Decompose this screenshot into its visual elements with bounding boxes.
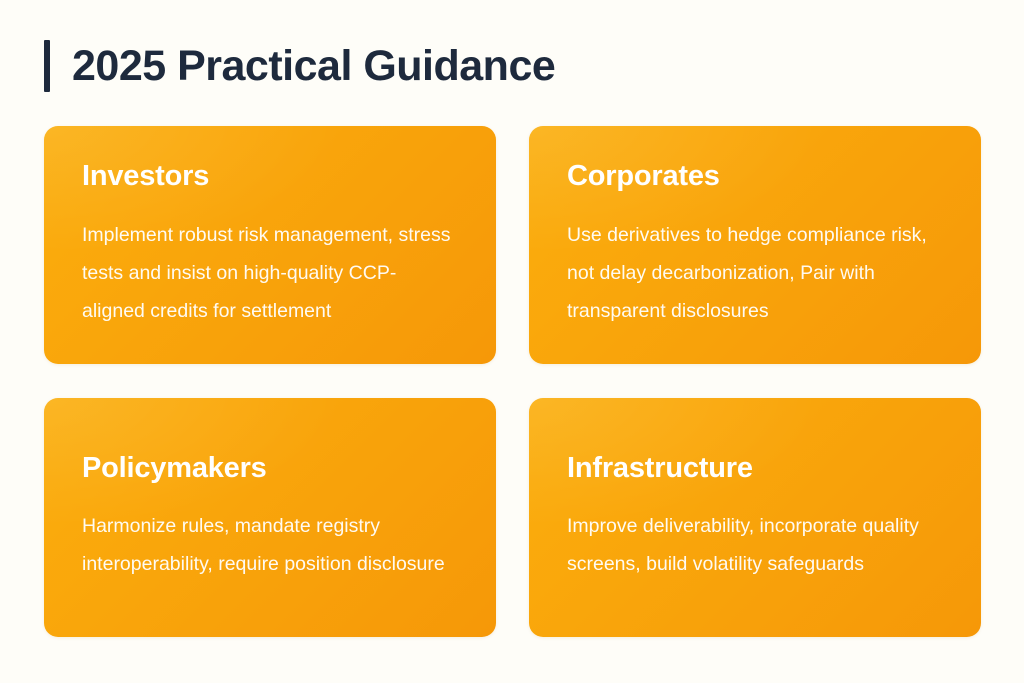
card-policymakers[interactable]: Policymakers Harmonize rules, mandate re… <box>44 398 496 637</box>
card-content: Investors Implement robust risk manageme… <box>82 160 458 329</box>
guidance-card-grid: Investors Implement robust risk manageme… <box>44 126 996 637</box>
card-title: Policymakers <box>82 451 267 484</box>
card-body: Harmonize rules, mandate registry intero… <box>82 515 445 576</box>
card-content: Corporates Use derivatives to hedge comp… <box>567 160 943 329</box>
card-investors[interactable]: Investors Implement robust risk manageme… <box>44 126 496 364</box>
card-body: Improve deliverability, incorporate qual… <box>567 515 919 576</box>
card-body: Implement robust risk management, stress… <box>82 223 451 322</box>
card-content: Policymakers Harmonize rules, mandate re… <box>82 452 458 583</box>
title-accent-bar <box>44 40 50 92</box>
card-body: Use derivatives to hedge compliance risk… <box>567 223 927 322</box>
card-infrastructure[interactable]: Infrastructure Improve deliverability, i… <box>529 398 981 637</box>
card-title: Investors <box>82 160 210 193</box>
card-content: Infrastructure Improve deliverability, i… <box>567 452 943 583</box>
card-title: Infrastructure <box>567 451 753 484</box>
card-title: Corporates <box>567 160 720 193</box>
page-header: 2025 Practical Guidance <box>44 38 556 94</box>
page-title: 2025 Practical Guidance <box>72 41 556 90</box>
card-corporates[interactable]: Corporates Use derivatives to hedge comp… <box>529 126 981 364</box>
